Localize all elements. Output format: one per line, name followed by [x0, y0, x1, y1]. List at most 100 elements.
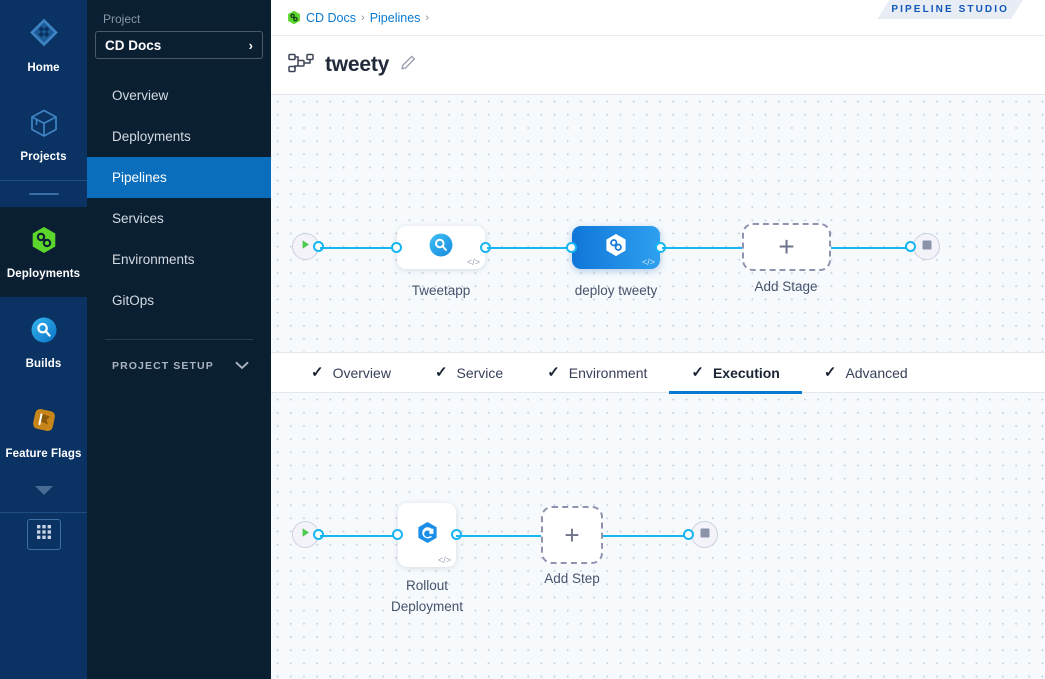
- tab-label-environment: Environment: [568, 364, 648, 381]
- rail-item-home[interactable]: Home: [0, 0, 87, 90]
- pipeline-nodes-icon: [288, 53, 314, 78]
- stage-card-deploy-tweety[interactable]: </>: [572, 226, 660, 269]
- stop-square-icon: [921, 238, 933, 256]
- execution-end-node[interactable]: [683, 521, 718, 548]
- plus-icon: +: [778, 231, 795, 262]
- project-selector-name: CD Docs: [105, 37, 162, 53]
- rollout-in-port[interactable]: [392, 529, 403, 540]
- feature-flags-icon: [28, 404, 60, 441]
- connector-deploy-to-add-stage: [662, 247, 743, 250]
- plus-icon: +: [564, 520, 580, 550]
- add-step-label: Add Step: [544, 571, 600, 586]
- check-icon: ✓: [434, 364, 448, 381]
- check-icon: ✓: [823, 364, 837, 381]
- rail-item-projects[interactable]: Projects: [0, 90, 87, 180]
- stage-code-marker-selected: </>: [641, 257, 655, 267]
- tab-label-service: Service: [456, 364, 504, 381]
- breadcrumb-separator-2: ›: [425, 11, 430, 24]
- stage-node-tweetapp[interactable]: </> Tweetapp: [391, 226, 491, 298]
- execution-start-node[interactable]: [292, 521, 324, 548]
- sidebar-section-label: Project: [103, 12, 141, 26]
- project-setup-toggle[interactable]: PROJECT SETUP: [87, 340, 271, 375]
- pipeline-title-bar: tweety: [271, 36, 1045, 95]
- tab-overview[interactable]: ✓ Overview: [289, 352, 413, 393]
- step-end-in-port[interactable]: [683, 529, 694, 540]
- tweetapp-in-port[interactable]: [391, 242, 402, 253]
- sidebar-item-environments[interactable]: Environments: [112, 252, 195, 267]
- play-triangle-icon: [299, 238, 312, 256]
- breadcrumb-item-cd-docs[interactable]: CD Docs: [306, 10, 357, 25]
- rail-item-deployments[interactable]: Deployments: [0, 207, 87, 297]
- add-stage-node[interactable]: + Add Stage: [742, 223, 831, 294]
- chevron-down-icon: [32, 484, 56, 501]
- pencil-edit-icon[interactable]: [400, 54, 417, 76]
- stage-label-deploy-tweety: deploy tweety: [574, 283, 658, 298]
- tab-environment[interactable]: ✓ Environment: [525, 352, 669, 393]
- add-stage-label: Add Stage: [754, 279, 818, 294]
- tab-label-overview: Overview: [332, 364, 391, 381]
- project-setup-label: PROJECT SETUP: [112, 360, 214, 372]
- module-rail: Home Projects: [0, 0, 87, 679]
- rail-label-deployments: Deployments: [6, 268, 81, 280]
- project-hexagon-icon: [287, 10, 301, 25]
- project-selector-button[interactable]: CD Docs ›: [95, 31, 263, 59]
- page-title: tweety: [325, 53, 390, 76]
- pipeline-start-node[interactable]: [292, 233, 324, 260]
- tab-service[interactable]: ✓ Service: [413, 352, 525, 393]
- pipeline-studio-badge: PIPELINE STUDIO: [877, 0, 1023, 19]
- stage-canvas[interactable]: </> Tweetapp: [271, 95, 1045, 352]
- sidebar-item-gitops[interactable]: GitOps: [112, 293, 155, 308]
- rail-item-feature-flags[interactable]: Feature Flags: [0, 387, 87, 477]
- add-step-button[interactable]: +: [541, 506, 603, 564]
- step-card-rollout-deployment[interactable]: </>: [398, 503, 456, 567]
- rail-label-projects: Projects: [20, 151, 67, 163]
- check-icon: ✓: [547, 364, 560, 381]
- add-step-node[interactable]: + Add Step: [541, 506, 603, 586]
- grid-apps-button[interactable]: [26, 519, 61, 550]
- stage-card-tweetapp[interactable]: </>: [397, 226, 485, 269]
- tab-advanced[interactable]: ✓ Advanced: [802, 352, 930, 393]
- rollout-out-port[interactable]: [451, 529, 462, 540]
- sidebar-item-deployments[interactable]: Deployments: [112, 129, 191, 144]
- sidebar-nav: Overview Deployments Pipelines Services …: [87, 75, 271, 321]
- sidebar-item-overview[interactable]: Overview: [112, 88, 169, 103]
- rail-divider: [0, 180, 87, 181]
- pipeline-end-node[interactable]: [905, 233, 940, 260]
- step-start-out-port[interactable]: [313, 529, 324, 540]
- sidebar-divider: [105, 339, 253, 340]
- chevron-down-icon: [235, 357, 249, 375]
- execution-step-canvas[interactable]: </> Rollout Deployment + Add Step: [271, 393, 1045, 679]
- cube-icon: [28, 107, 60, 144]
- rail-more-button[interactable]: [32, 483, 56, 502]
- check-icon: ✓: [691, 364, 704, 381]
- stop-square-icon: [699, 526, 711, 544]
- start-out-port[interactable]: [313, 241, 324, 252]
- project-sidebar: Project CD Docs › Overview Deployments P…: [87, 0, 271, 679]
- end-circle: [913, 233, 940, 260]
- rail-item-builds[interactable]: Builds: [0, 297, 87, 387]
- builds-circle-icon: [28, 314, 60, 351]
- step-node-rollout-deployment[interactable]: </> Rollout Deployment: [391, 503, 463, 614]
- rail-divider-bottom: [0, 512, 87, 513]
- step-label-rollout-deployment: Rollout Deployment: [390, 578, 464, 614]
- rail-label-builds: Builds: [25, 358, 62, 370]
- stage-code-marker: </>: [466, 257, 480, 267]
- connector-add-stage-to-end: [831, 247, 912, 250]
- deploy-in-port[interactable]: [566, 242, 577, 253]
- sidebar-item-services[interactable]: Services: [112, 211, 164, 226]
- main-area: CD Docs › Pipelines › PIPELINE STUDIO tw…: [271, 0, 1045, 679]
- stage-label-tweetapp: Tweetapp: [411, 283, 471, 298]
- sidebar-item-pipelines[interactable]: Pipelines: [87, 157, 271, 198]
- connector-add-step-to-end: [603, 535, 686, 538]
- step-code-marker: </>: [437, 555, 451, 565]
- rail-collapse-handle[interactable]: [28, 193, 59, 195]
- add-stage-button[interactable]: +: [742, 223, 831, 271]
- breadcrumb-item-pipelines[interactable]: Pipelines: [369, 10, 421, 25]
- tab-execution[interactable]: ✓ Execution: [669, 352, 803, 394]
- stage-config-tabs: ✓ Overview ✓ Service ✓ Environment ✓ Exe…: [271, 352, 1045, 394]
- connector-start-to-tweetapp: [320, 247, 398, 250]
- stage-node-deploy-tweety[interactable]: </> deploy tweety: [566, 226, 666, 298]
- chevron-right-icon: ›: [248, 37, 253, 53]
- end-in-port[interactable]: [905, 241, 916, 252]
- rail-label-home: Home: [27, 62, 60, 74]
